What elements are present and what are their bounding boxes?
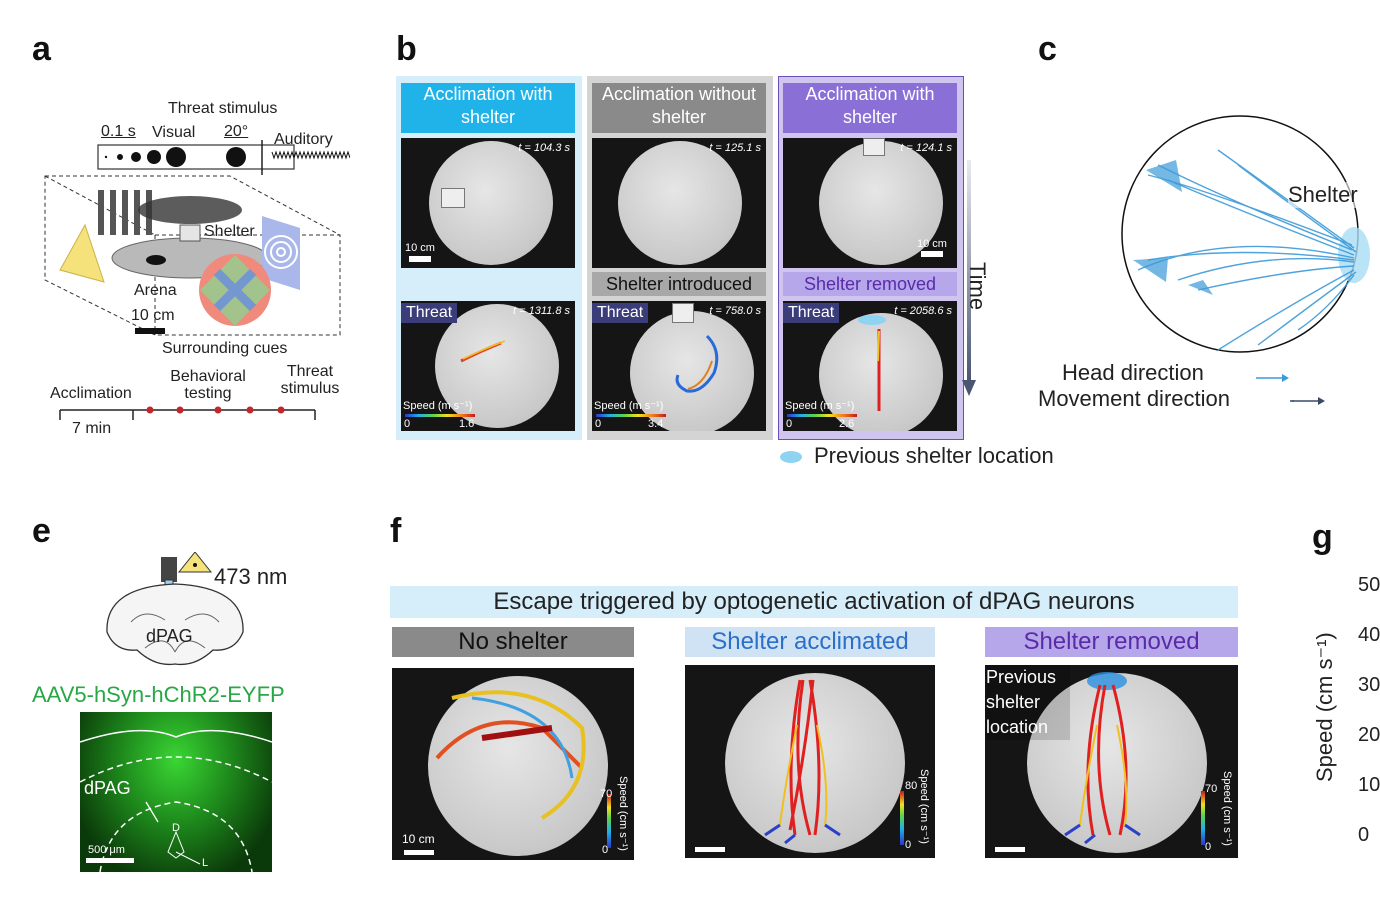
brain-schematic (106, 552, 244, 666)
threat-stimulus-timeline-label: Threat stimulus (280, 363, 340, 397)
angle-label: 20° (224, 123, 249, 140)
threat-badge: Threat (592, 303, 649, 323)
cbar-max: 3.4 (648, 418, 664, 430)
cbar-min: 0 (595, 418, 602, 430)
photo-f2: 80 0 Speed (cm s⁻¹) (685, 665, 935, 858)
direction-arrows (1256, 374, 1294, 402)
prev-shelter-swatch (780, 451, 802, 463)
photo-f3: Previous shelter location 70 0 Speed (cm… (985, 665, 1238, 858)
wavelength-label: 473 nm (214, 564, 288, 589)
axis-l-label: L (202, 857, 209, 869)
shelter-label-c: Shelter (1288, 182, 1358, 208)
no-shelter-label: No shelter (392, 627, 634, 657)
speed-label: Speed (cm s⁻¹) (617, 776, 629, 851)
cbar-max: 1.6 (459, 418, 475, 430)
speed-label: Speed (cm s⁻¹) (1221, 771, 1233, 846)
speed-label: Speed (cm s⁻¹) (918, 769, 930, 844)
time-label: t = 104.3 s (518, 142, 570, 154)
scale-label: 10 cm (131, 307, 175, 324)
g-yticks: 50 40 30 20 10 0 (1358, 560, 1380, 860)
cbar-min: 0 (786, 418, 793, 430)
col3-title: Acclimation with shelter (783, 83, 957, 133)
visual-label: Visual (152, 124, 196, 141)
cbar-max: 70 (600, 788, 613, 800)
photo-b2: t = 125.1 s (592, 138, 766, 268)
scale-label: 10 cm (917, 238, 947, 250)
col2-title: Acclimation without shelter (592, 83, 766, 133)
head-direction-label: Head direction (1062, 360, 1204, 385)
speed-label: Speed (m s⁻¹) (403, 400, 473, 412)
timeline (59, 406, 316, 420)
virus-label: AAV5-hSyn-hChR2-EYFP (32, 682, 285, 707)
cbar-min: 0 (404, 418, 411, 430)
prev-shelter-label: Previous shelter location (814, 443, 1054, 468)
shelter-label: Shelter (204, 223, 255, 240)
cbar-max: 70 (1205, 783, 1218, 795)
histology-scale-label: 500 μm (88, 844, 125, 856)
threat-badge: Threat (401, 303, 458, 323)
panel-label-e: e (32, 512, 51, 550)
histology-image: dPAG 500 μm D L (80, 712, 272, 872)
behavioral-testing-label: Behavioral testing (170, 368, 246, 402)
scale-label: 10 cm (402, 832, 435, 846)
panel-label-c: c (1038, 30, 1057, 68)
ytick: 10 (1358, 774, 1380, 796)
ytick: 20 (1358, 724, 1380, 746)
ytick: 30 (1358, 674, 1380, 696)
photo-f1: 10 cm 70 0 Speed (cm s⁻¹) (392, 668, 634, 860)
axis-d-label: D (172, 822, 180, 834)
photo-b5: Threat t = 758.0 s Speed (m s⁻¹) 0 3.4 (592, 301, 766, 431)
cbar-min: 0 (1205, 841, 1212, 853)
photo-b1: t = 104.3 s 10 cm (401, 138, 575, 268)
dpag-schematic-label: dPAG (146, 626, 193, 646)
panel-a: Threat stimulus 0.1 s Visual 20° Auditor… (0, 0, 380, 450)
photo-b3: t = 124.1 s 10 cm (783, 138, 957, 268)
ytick: 50 (1358, 574, 1380, 596)
cues-label: Surrounding cues (162, 340, 288, 357)
time-scale-label: 0.1 s (101, 123, 136, 140)
auditory-label: Auditory (274, 131, 333, 148)
movement-arrow (1292, 397, 1325, 405)
shelter-removed-label: Shelter removed (783, 272, 957, 296)
cbar-min: 0 (905, 839, 912, 851)
dpag-histology-label: dPAG (84, 778, 131, 798)
panel-label-b: b (396, 30, 417, 68)
ytick: 40 (1358, 624, 1380, 646)
photo-b4: Threat t = 1311.8 s Speed (m s⁻¹) 0 1.6 (401, 301, 575, 431)
acclimation-label: Acclimation (50, 385, 132, 402)
col1-title: Acclimation with shelter (401, 83, 575, 133)
speed-label: Speed (m s⁻¹) (785, 400, 855, 412)
panel-f-title: Escape triggered by optogenetic activati… (390, 586, 1238, 618)
photo-b6: Threat t = 2058.6 s Speed (m s⁻¹) 0 2.6 (783, 301, 957, 431)
trajectory-plot (1121, 115, 1370, 353)
g-ylabel: Speed (cm s⁻¹) (1312, 632, 1337, 782)
arena-schematic (44, 140, 350, 336)
time-label: t = 125.1 s (709, 142, 761, 154)
shelter-introduced-label: Shelter introduced (592, 272, 766, 296)
movement-direction-label: Movement direction (1038, 386, 1230, 411)
time-label: t = 758.0 s (709, 305, 761, 317)
duration-label: 7 min (72, 420, 112, 437)
previous-shelter-label-f: Previous shelter location (986, 665, 1070, 740)
time-label: Time (965, 262, 990, 311)
threat-stimulus-label: Threat stimulus (168, 100, 278, 117)
time-arrow (962, 160, 976, 396)
time-label: t = 2058.6 s (894, 305, 952, 317)
cbar-max: 2.6 (839, 418, 855, 430)
cbar-max: 80 (905, 780, 918, 792)
scale-label: 10 cm (405, 242, 435, 254)
speed-label: Speed (m s⁻¹) (594, 400, 664, 412)
ytick: 0 (1358, 824, 1370, 846)
threat-badge: Threat (783, 303, 840, 323)
time-label: t = 1311.8 s (513, 305, 570, 317)
shelter-removed-f-label: Shelter removed (985, 627, 1238, 657)
cbar-min: 0 (602, 844, 609, 856)
shelter-acclimated-label: Shelter acclimated (685, 627, 935, 657)
panel-label-a: a (32, 30, 51, 68)
panel-label-g: g (1312, 518, 1333, 556)
arena-label: Arena (134, 282, 177, 299)
panel-label-f: f (390, 512, 402, 550)
time-label: t = 124.1 s (900, 142, 952, 154)
